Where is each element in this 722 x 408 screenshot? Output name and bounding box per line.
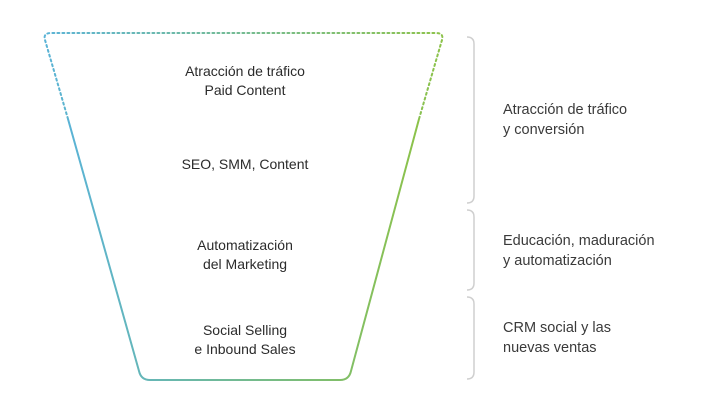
stage-3-label: Automatización del Marketing xyxy=(100,236,390,274)
group-2-line-2: y automatización xyxy=(503,253,612,269)
stage-1-label: Atracción de tráfico Paid Content xyxy=(100,62,390,100)
stage-3-line-1: Automatización xyxy=(197,237,293,253)
group-1-line-1: Atracción de tráfico xyxy=(503,102,628,118)
group-2-label: Educación, maduración y automatización xyxy=(503,231,718,271)
stage-4-label: Social Selling e Inbound Sales xyxy=(100,321,390,359)
bracket-group-1 xyxy=(466,36,475,204)
stage-1-line-2: Paid Content xyxy=(204,82,286,98)
group-3-line-1: CRM social y las xyxy=(503,320,611,336)
stage-1-line-1: Atracción de tráfico xyxy=(185,63,305,79)
funnel-outline xyxy=(67,118,420,381)
group-1-label: Atracción de tráfico y conversión xyxy=(503,100,718,140)
group-2-line-1: Educación, maduración xyxy=(503,233,655,249)
stage-4-line-1: Social Selling xyxy=(202,322,288,338)
stage-4-line-2: e Inbound Sales xyxy=(194,341,296,357)
stage-2-line-1: SEO, SMM, Content xyxy=(181,156,309,172)
bracket-group-3 xyxy=(466,296,475,380)
group-3-label: CRM social y las nuevas ventas xyxy=(503,318,718,358)
group-1-line-2: y conversión xyxy=(503,122,585,138)
group-3-line-2: nuevas ventas xyxy=(503,340,597,356)
stage-2-label: SEO, SMM, Content xyxy=(100,155,390,174)
funnel-top-dotted-outline xyxy=(43,32,444,120)
bracket-group-2 xyxy=(466,209,475,291)
stage-3-line-2: del Marketing xyxy=(202,256,288,272)
